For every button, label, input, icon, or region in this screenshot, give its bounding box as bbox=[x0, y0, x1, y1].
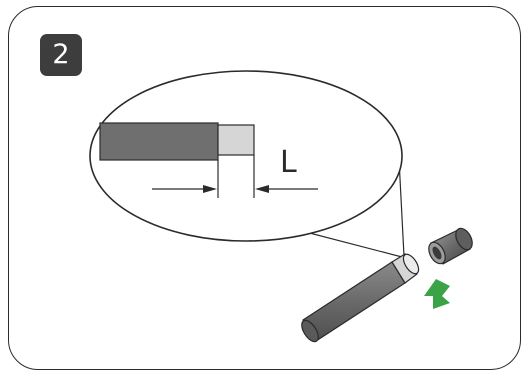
step-number-badge: 2 bbox=[40, 34, 82, 76]
zoomed-cable-jacket bbox=[99, 122, 219, 161]
cable-stripped-conductor bbox=[391, 253, 418, 284]
dimension-arrow-right-head bbox=[255, 185, 269, 193]
zoomed-stripped-conductor bbox=[217, 124, 255, 156]
dimension-arrow-left-head bbox=[203, 185, 217, 193]
conductor-tip bbox=[402, 253, 420, 275]
cable-jacket bbox=[302, 261, 406, 342]
green-insertion-arrow-icon bbox=[424, 279, 450, 309]
dimension-label-L: L bbox=[280, 145, 297, 180]
ferrule-back-end bbox=[455, 227, 473, 251]
cable-with-stripped-end bbox=[301, 253, 420, 343]
magnifier-ellipse bbox=[89, 70, 403, 242]
cable-cut-end bbox=[301, 319, 319, 343]
ferrule-hole bbox=[432, 246, 442, 260]
ferrule-sleeve bbox=[428, 227, 473, 265]
magnifier-leader-line-lower bbox=[297, 229, 403, 258]
